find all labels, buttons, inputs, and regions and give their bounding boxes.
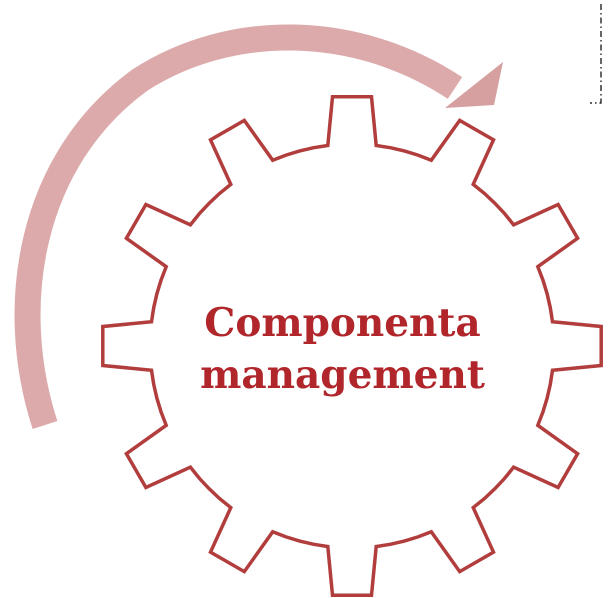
- cycle-arrow-head: [445, 62, 503, 108]
- gear-shape: [101, 95, 603, 597]
- gear-label: Componenta management: [185, 297, 500, 401]
- gear-label-line-2: management: [200, 352, 485, 398]
- dashed-box: [590, 4, 602, 104]
- gear-label-line-1: Componenta: [204, 300, 481, 346]
- cycle-arrow: [14, 24, 503, 430]
- cycle-arrow-shaft: [14, 24, 463, 430]
